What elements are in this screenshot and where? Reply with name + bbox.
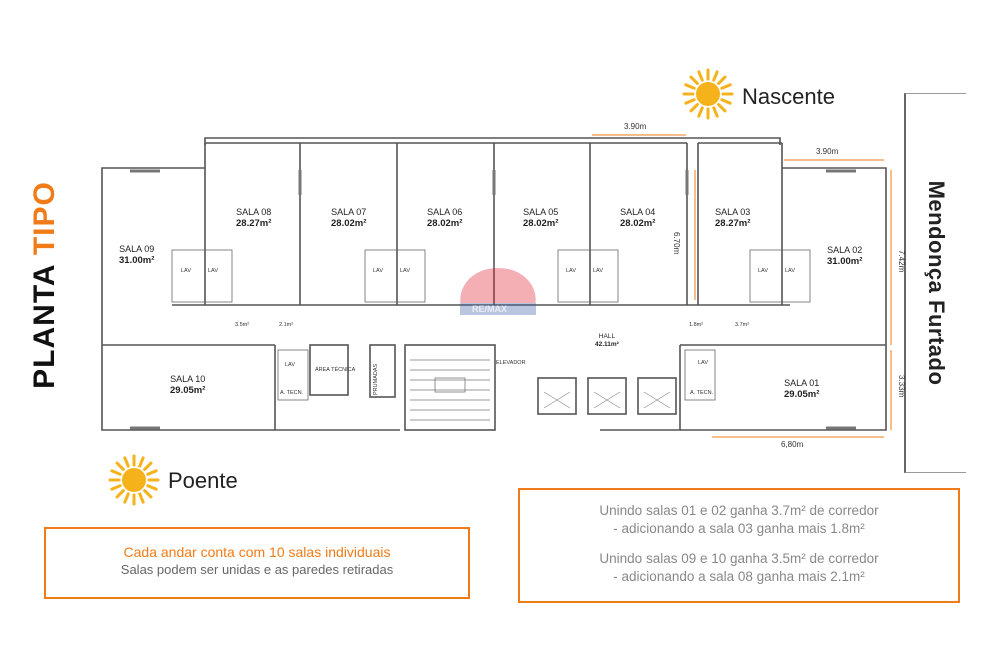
corridor-area-label: 3.5m² [235, 322, 250, 328]
west-label: Poente [168, 468, 238, 493]
elevator-label: ELEVADOR [496, 360, 526, 366]
lav-label: LAV [285, 362, 295, 368]
east-label: Nascente [742, 84, 835, 109]
corridor-area-label: 3.7m² [735, 322, 750, 328]
sun-ray [720, 98, 732, 105]
corridor-area-label: 1.8m² [689, 322, 704, 328]
lav-label: LAV [698, 360, 708, 366]
info-merge-line-4: - adicionando a sala 08 ganha mais 2.1m² [613, 569, 865, 584]
sun-ray [712, 106, 719, 118]
sun-ray [138, 492, 145, 504]
dimension-label: 3.90m [624, 122, 647, 131]
sun-ray [123, 492, 130, 504]
sun-ray [717, 103, 727, 113]
technical-area-label: A. TECN. [280, 390, 304, 396]
sun-ray [689, 75, 699, 85]
sun-ray [720, 83, 732, 90]
sun-ray [115, 489, 125, 499]
sun-ray [717, 75, 727, 85]
lav-label: LAV [373, 268, 383, 274]
info-merge-line-2: - adicionando a sala 03 ganha mais 1.8m² [613, 521, 865, 536]
dimension-label: 6.70m [672, 232, 681, 255]
sun-ray [123, 456, 130, 468]
watermark-text: RE/MAX [472, 304, 508, 314]
corridor-area-label: 2.1m² [279, 322, 294, 328]
info-floor-line-2: Salas podem ser unidas e as paredes reti… [120, 562, 394, 577]
info-floor-line-1: Cada andar conta com 10 salas individuai… [123, 544, 391, 560]
sun-ray [689, 103, 699, 113]
sun-ray [115, 461, 125, 471]
sun-ray [110, 469, 122, 476]
sun-icon [108, 454, 160, 506]
info-box-merge: Unindo salas 01 e 02 ganha 3.7m² de corr… [518, 488, 960, 603]
sun-ray [712, 70, 719, 82]
info-merge-line-1: Unindo salas 01 e 02 ganha 3.7m² de corr… [599, 503, 879, 518]
sun-icon [682, 68, 734, 120]
area-tecnica-label: ÁREA TÉCNICA [315, 367, 356, 373]
sun-ray [684, 83, 696, 90]
sun-ray [143, 489, 153, 499]
lav-label: LAV [593, 268, 603, 274]
lav-label: LAV [785, 268, 795, 274]
dimension-label: 3.33m [897, 375, 906, 398]
dimension-label: 3.90m [816, 147, 839, 156]
sun-ray [697, 106, 704, 118]
lav-label: LAV [208, 268, 218, 274]
sun-ray [110, 484, 122, 491]
info-box-floor: Cada andar conta com 10 salas individuai… [44, 527, 470, 599]
dimension-label: 6,80m [781, 440, 804, 449]
sun-ray [146, 469, 158, 476]
technical-area-label: A. TECN. [690, 390, 714, 396]
shaft-label: PRUMADAS [373, 363, 379, 395]
sun-ray [684, 98, 696, 105]
sun-ray [143, 461, 153, 471]
lav-label: LAV [181, 268, 191, 274]
sun-ray [697, 70, 704, 82]
sun-ray [146, 484, 158, 491]
sun-ray [138, 456, 145, 468]
dimension-label: 7.42m [897, 250, 906, 273]
lav-label: LAV [758, 268, 768, 274]
lav-label: LAV [566, 268, 576, 274]
street-box: Mendonça Furtado [904, 93, 966, 473]
info-merge-line-3: Unindo salas 09 e 10 ganha 3.5m² de corr… [599, 551, 879, 566]
lav-label: LAV [400, 268, 410, 274]
